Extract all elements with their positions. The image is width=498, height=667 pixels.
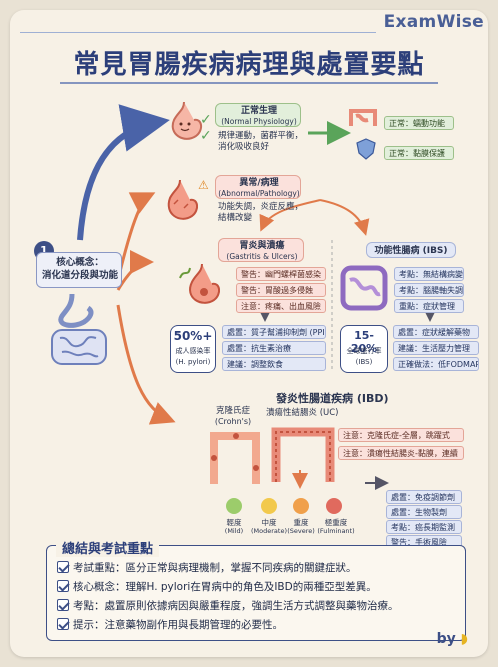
- ibd-treat-immuno: 處置：免疫調節劑: [386, 490, 462, 504]
- ibs-treat-fodmap: 正確做法：低FODMAP飲食: [393, 357, 479, 371]
- ibs-title-box: 功能性腸病 (IBS): [366, 242, 456, 258]
- summary-item-1: 考試重點：區分正常與病理機制，掌握不同疾病的關鍵症狀。: [57, 560, 357, 575]
- ibd-crohn-label1: 克隆氏症: [215, 406, 250, 416]
- healthy-intestine-icon: [349, 109, 377, 126]
- digestive-tract-icon: [51, 293, 107, 365]
- normal-title: 正常生理: [240, 106, 277, 116]
- ibs-treat-drugs: 處置：症狀緩解藥物: [393, 325, 479, 339]
- ibd-title: 發炎性腸道疾病 (IBD): [276, 392, 389, 405]
- checkbox-icon: [57, 580, 69, 592]
- ibs-stat-label2: (IBS): [355, 358, 373, 366]
- sev-moderate-en: (Moderate): [251, 527, 287, 535]
- ibs-treat-stress: 建議：生活壓力管理: [393, 341, 479, 355]
- sev-mild: 輕度: [226, 518, 242, 527]
- summary-item-4: 提示：注意藥物副作用與長期管理的必要性。: [57, 617, 283, 632]
- normal-tag-peristalsis: 正常：蠕動功能: [384, 116, 454, 130]
- sev-fulminant: 極重度: [324, 518, 348, 527]
- ibs-point-symptom: 重點：症狀管理: [394, 299, 464, 313]
- gastritis-treat-diet: 建議：調整飲食: [222, 357, 326, 371]
- arrow-split-ibs: [319, 199, 370, 236]
- abnormal-desc-1: 功能失調，炎症反應，: [218, 202, 304, 212]
- moderate-face-icon: [261, 498, 277, 514]
- ibs-stat-label1: 全球盛行率: [346, 347, 382, 355]
- arrow-to-ibd: [116, 304, 176, 425]
- author-credit: by ◗: [436, 631, 468, 647]
- page-title: 常見胃腸疾病病理與處置要點: [73, 50, 425, 80]
- ibd-treat-cancer-monitor: 考點：癌長期監測: [386, 520, 462, 534]
- ibs-intestine-icon: [340, 265, 388, 311]
- normal-tag-mucosa: 正常：黏膜保護: [384, 146, 454, 160]
- ibd-note-crohn: 注意：克隆氏症-全層，跳躍式: [338, 428, 464, 442]
- ibs-stat-box: 15-20% 全球盛行率 (IBS): [340, 325, 388, 373]
- gastritis-warn-bleeding: 注意：疼痛、出血風險: [236, 299, 326, 313]
- normal-desc-1: 規律運動，菌群平衡，: [218, 131, 304, 141]
- abnormal-subtitle: (Abnormal/Pathology): [218, 189, 300, 198]
- gastritis-warn-acid: 警告：胃酸過多侵蝕: [236, 283, 326, 297]
- gastritis-warn-hpylori: 警告：幽門螺桿菌感染: [236, 267, 326, 281]
- summary-item-2: 核心概念：理解H. pylori在胃病中的角色及IBD的兩種亞型差異。: [57, 579, 377, 594]
- ibs-stat: 15-20%: [350, 329, 378, 356]
- sev-fulminant-en: (Fulminant): [317, 527, 355, 535]
- ulcer-stomach-icon: [189, 263, 220, 304]
- banana-icon: ◗: [460, 631, 468, 647]
- core-line2: 消化道分段與功能: [41, 270, 118, 281]
- gastritis-stat-label2: (H. pylori): [175, 358, 211, 366]
- gastritis-stat-label1: 成人感染率: [175, 347, 211, 355]
- ibd-crohn-label2: (Crohn's): [214, 417, 252, 426]
- gastritis-title-box: 胃炎與潰瘍 (Gastritis & Ulcers): [218, 238, 304, 262]
- checkbox-icon: [57, 561, 69, 573]
- ibs-point-structure: 考點：無結構病變: [394, 267, 464, 281]
- ibd-note-uc: 注意：潰瘍性結腸炎-黏膜，連續: [338, 446, 464, 460]
- normal-desc-2: 消化吸收良好: [218, 142, 270, 152]
- summary-title: 總結與考試重點: [56, 538, 160, 557]
- sev-mild-en: (Mild): [224, 527, 244, 535]
- title-underline: [60, 82, 438, 84]
- fulminant-face-icon: [326, 498, 342, 514]
- core-concept-box: 核心概念： 消化道分段與功能: [36, 252, 122, 288]
- normal-title-box: 正常生理 (Normal Physiology): [215, 103, 301, 127]
- ibd-uc-label: 潰瘍性結腸炎 (UC): [266, 408, 339, 418]
- ibd-treat-biologic: 處置：生物製劑: [386, 505, 462, 519]
- crohn-colon-icon: [210, 432, 260, 484]
- gastritis-subtitle: (Gastritis & Ulcers): [226, 252, 298, 261]
- checkbox-icon: [57, 618, 69, 630]
- gastritis-stat: 50%+: [173, 329, 213, 343]
- mild-face-icon: [226, 498, 242, 514]
- brand-divider: [20, 32, 376, 33]
- warning-icon: ⚠: [198, 178, 209, 192]
- sev-severe: 重度: [293, 518, 309, 527]
- sev-moderate: 中度: [261, 518, 277, 527]
- abnormal-title-box: 異常/病理 (Abnormal/Pathology): [215, 175, 301, 199]
- abnormal-desc-2: 結構改變: [218, 213, 253, 223]
- check-icon: ✓: [200, 128, 212, 144]
- gastritis-treat-antibiotic: 處置：抗生素治療: [222, 341, 326, 355]
- normal-subtitle: (Normal Physiology): [221, 117, 297, 126]
- abnormal-title: 異常/病理: [239, 178, 279, 188]
- check-icon: ✓: [200, 112, 212, 128]
- core-line1: 核心概念：: [56, 257, 104, 268]
- summary-panel: 考試重點：區分正常與病理機制，掌握不同疾病的關鍵症狀。 核心概念：理解H. py…: [46, 545, 466, 641]
- brand-logo: ExamWise: [383, 12, 484, 32]
- ibs-title: 功能性腸病 (IBS): [374, 246, 448, 256]
- uc-colon-icon: [271, 427, 335, 482]
- bacteria-icon: [179, 267, 191, 279]
- gastritis-stat-box: 50%+ 成人感染率 (H. pylori): [170, 325, 216, 373]
- arrow-split-gastritis: [259, 199, 321, 232]
- checkbox-icon: [57, 599, 69, 611]
- gastritis-title: 胃炎與潰瘍: [239, 241, 285, 251]
- arrow-to-normal: [77, 104, 170, 241]
- inflamed-stomach-icon: [167, 179, 198, 220]
- shield-icon: [356, 138, 376, 160]
- healthy-stomach-icon: [171, 101, 202, 140]
- ibs-point-brain-gut: 考點：腦腸軸失調: [394, 283, 464, 297]
- severe-face-icon: [293, 498, 309, 514]
- sev-severe-en: (Severe): [287, 527, 315, 535]
- gastritis-treat-ppi: 處置：質子幫浦抑制劑 (PPI): [222, 325, 326, 339]
- summary-item-3: 考點：處置原則依據病因與嚴重程度，強調生活方式調整與藥物治療。: [57, 598, 399, 613]
